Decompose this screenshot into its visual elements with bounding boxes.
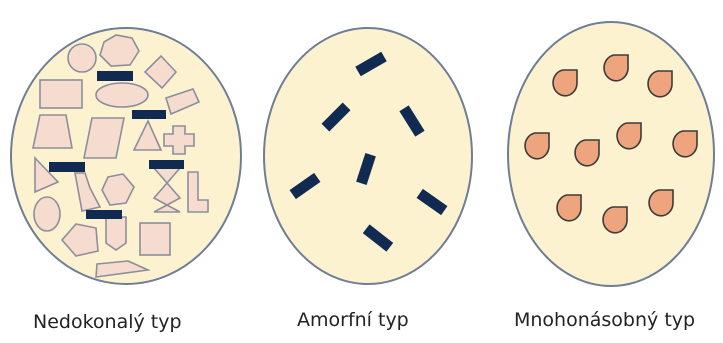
- caption-nedokonaly: Nedokonalý typ: [33, 311, 182, 333]
- panel-mnohonasobny: [508, 22, 714, 286]
- caption-amorfni: Amorfní typ: [297, 309, 409, 331]
- panel-nedokonaly: [11, 28, 241, 284]
- panel-amorfni: [264, 28, 472, 284]
- ellipse-1: [11, 28, 241, 284]
- caption-mnohonasobny: Mnohonásobný typ: [514, 309, 695, 331]
